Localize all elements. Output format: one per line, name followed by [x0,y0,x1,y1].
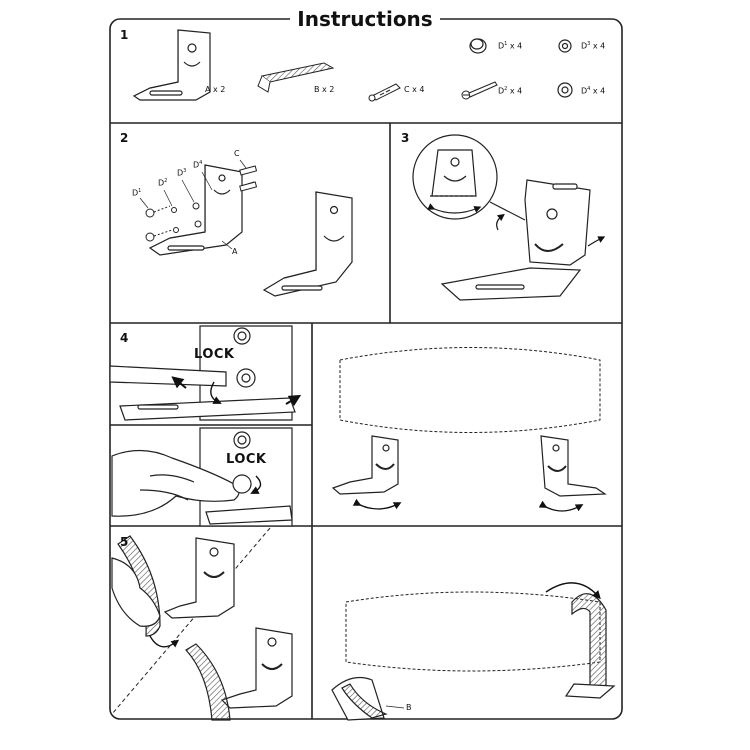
step4-wrench-view [109,325,296,421]
part-d4-washer [557,82,573,98]
lock-rotate-arrow-top [210,381,222,404]
step4-left-bracket [331,435,399,495]
step-number-4: 4 [120,331,129,345]
step4-hand-view [111,427,293,527]
step4-slide-arrow [285,394,302,407]
lock-rotate-arrow-bottom [250,475,262,494]
step2-fasteners [145,165,258,242]
step5-soundbar-outline [345,591,601,672]
part-d3-label: D3 x 4 [581,41,606,51]
step3-rotate-left-arrow [496,213,505,231]
part-a-bracket [132,29,211,101]
lock-label-top: LOCK [194,347,235,362]
step5-wrap-arrow [545,582,601,600]
step4-left-rotate-arrow [352,498,402,510]
step4-right-rotate-arrow [538,500,584,512]
step3-detail-circle [412,134,526,221]
step-number-1: 1 [120,28,129,42]
step2-c-label: C [234,149,240,158]
step2-bracket-assembled [262,191,353,297]
step2-d2-label: D2 [158,178,168,188]
step5-right-bracket-foot [564,683,616,699]
part-b-label: B x 2 [314,85,335,94]
step5-b-label: B [406,703,412,712]
step5-upper-bracket [163,537,235,619]
part-d1-cap [469,38,487,54]
part-c-anchor [368,83,401,102]
step5-pull-arrow [149,635,180,648]
step3-bracket [440,179,591,301]
part-a-label: A x 2 [205,85,226,94]
step-number-2: 2 [120,131,129,145]
step5-left-strap [341,683,388,719]
step4-right-bracket [540,435,607,497]
step2-bracket-exploded [148,164,243,256]
page-title: Instructions [290,6,440,32]
step2-leader-lines [139,159,247,250]
lock-label-bottom: LOCK [226,452,267,467]
step5-lower-bracket [220,627,293,709]
step4-soundbar-outline [339,347,601,433]
part-d2-screw [461,81,498,100]
step2-d3-label: D3 [177,168,187,178]
step2-d1-label: D1 [132,188,142,198]
step4-push-arrow [171,376,187,389]
part-b-strap [257,62,335,93]
part-d3-washer [558,39,572,53]
part-d4-label: D4 x 4 [581,86,606,96]
step5-lower-strap [185,643,231,721]
step5-b-leader [385,705,405,709]
step5-strap-hand [111,535,161,637]
step-number-3: 3 [401,131,410,145]
step2-d4-label: D4 [193,160,203,170]
step5-right-strap [571,593,607,693]
part-d1-label: D1 x 4 [498,41,523,51]
step3-rotate-right-arrow [587,236,606,247]
step2-a-label: A [232,247,238,256]
step-number-5: 5 [120,535,129,549]
part-d2-label: D2 x 4 [498,86,523,96]
part-c-label: C x 4 [404,85,425,94]
step5-divider [111,527,271,715]
